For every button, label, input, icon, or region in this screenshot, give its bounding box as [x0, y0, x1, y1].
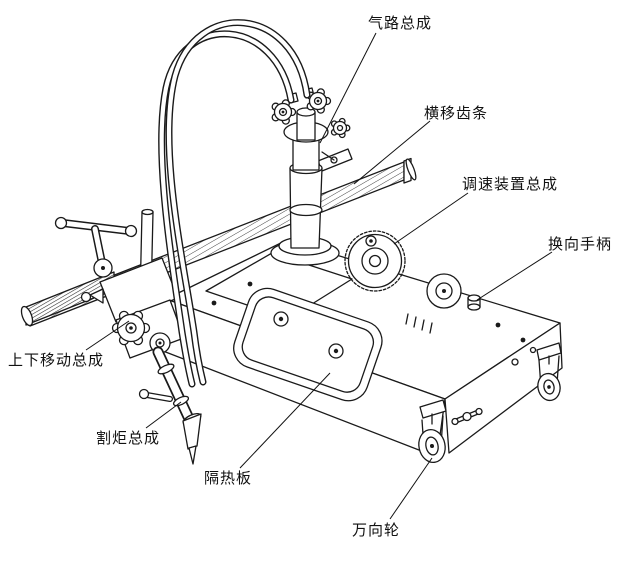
leader-lines	[85, 32, 553, 520]
secondary-dial	[426, 273, 462, 309]
hoses	[158, 19, 311, 388]
cutting-torch	[138, 346, 202, 465]
label-traverse-rack: 横移齿条	[424, 104, 488, 122]
label-reversing-handle: 换向手柄	[548, 235, 612, 253]
leader-reversing-handle	[476, 251, 553, 301]
label-vertical-movement-assembly: 上下移动总成	[8, 351, 104, 369]
vertical-slide-assembly	[54, 208, 185, 359]
label-universal-wheel: 万向轮	[352, 521, 400, 539]
heat-shield-plate	[233, 287, 383, 402]
riser-column	[270, 161, 340, 266]
leader-universal-wheel	[389, 457, 433, 520]
leader-speed-control	[393, 192, 469, 245]
label-speed-control-assembly: 调速装置总成	[462, 175, 558, 193]
leader-vertical-movement	[85, 320, 130, 351]
label-cutting-torch-assembly: 割炬总成	[96, 429, 160, 447]
labels: 气路总成 横移齿条 调速装置总成 换向手柄 上下移动总成 割炬总成 隔热板 万向…	[8, 14, 612, 539]
machine-drawing	[20, 19, 563, 465]
valve-knob-icon	[330, 117, 351, 139]
label-heat-shield-plate: 隔热板	[204, 469, 252, 487]
leader-cutting-torch	[145, 401, 182, 429]
leader-traverse-rack	[353, 120, 431, 185]
leader-gas-circuit	[319, 32, 377, 144]
label-gas-circuit-assembly: 气路总成	[368, 14, 432, 32]
speed-dial	[344, 230, 406, 292]
valve-knob-icon	[271, 99, 297, 125]
valve-knob-icon	[306, 88, 332, 114]
leader-heat-shield	[239, 372, 331, 469]
casters	[418, 342, 562, 464]
